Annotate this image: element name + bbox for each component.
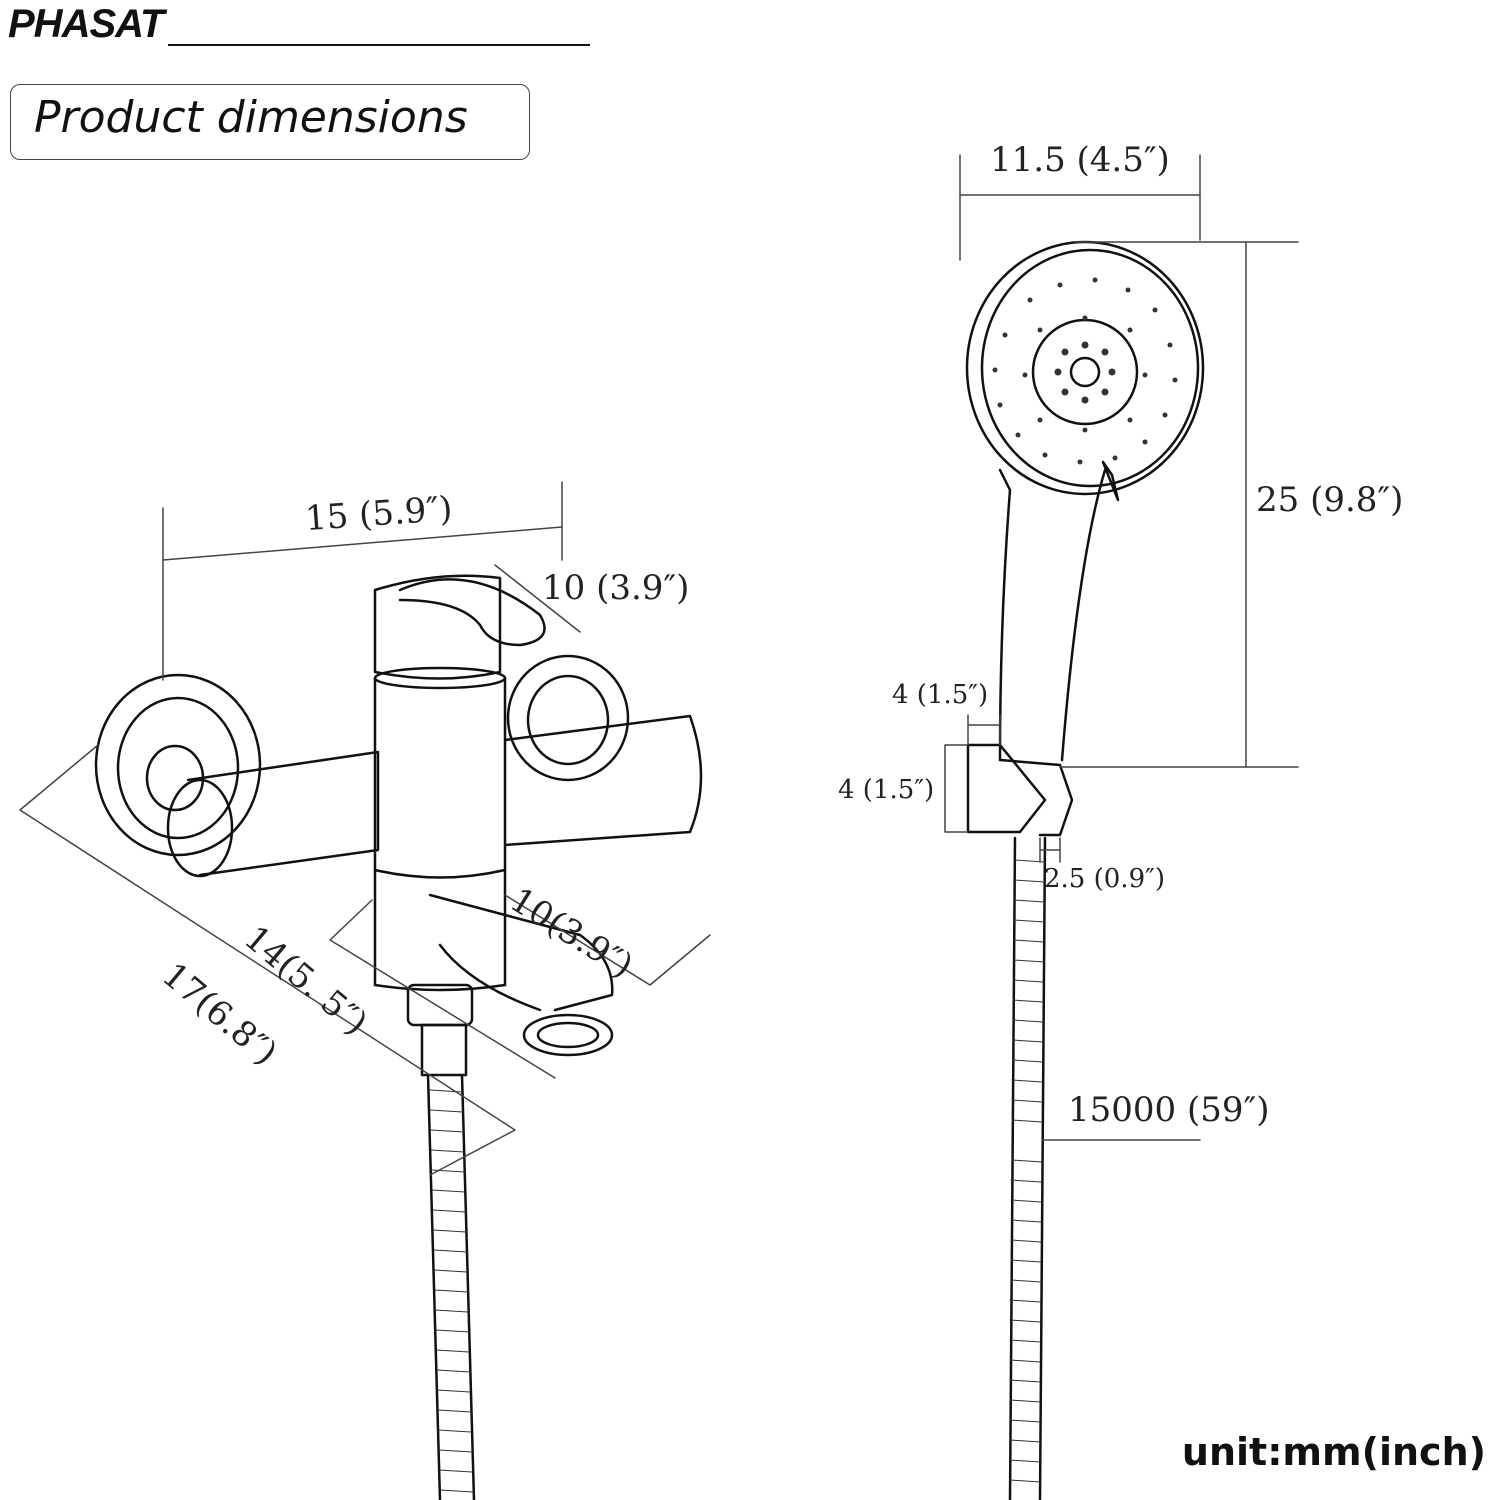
shower-handle (998, 468, 1107, 762)
right-flange (506, 654, 630, 782)
page-title: Product dimensions (34, 92, 468, 143)
faucet-drawing (94, 574, 703, 1500)
logo-underline (168, 44, 590, 46)
faucet-dimension-lines (19, 481, 711, 1176)
title-frame (10, 84, 530, 160)
faucet-handle-depth-label: 10 (3.9″) (542, 568, 690, 608)
brand-logo: PHASAT (8, 2, 164, 46)
hose-length-label: 15000 (59″) (1068, 1090, 1270, 1130)
shower-head (965, 240, 1205, 496)
holder-width-label: 4 (1.5″) (892, 680, 989, 710)
shower-hose (1008, 836, 1047, 1500)
holder-height-label: 4 (1.5″) (838, 775, 935, 805)
left-arm-cap (166, 778, 234, 878)
shower-dimension-lines (944, 154, 1299, 1141)
faucet-hose (426, 1073, 476, 1500)
mixer-body (373, 676, 507, 987)
shower-holder (966, 743, 1047, 834)
shower-head-width-label: 11.5 (4.5″) (990, 140, 1170, 180)
unit-note: unit:mm(inch) (1181, 1430, 1486, 1474)
spout (428, 893, 614, 1012)
holder-depth-label: 2.5 (0.9″) (1044, 864, 1165, 894)
mixer-handle-body (373, 574, 502, 680)
nozzle-dots (992, 277, 1178, 465)
shower-length-label: 25 (9.8″) (1256, 480, 1404, 520)
left-flange (94, 673, 262, 857)
